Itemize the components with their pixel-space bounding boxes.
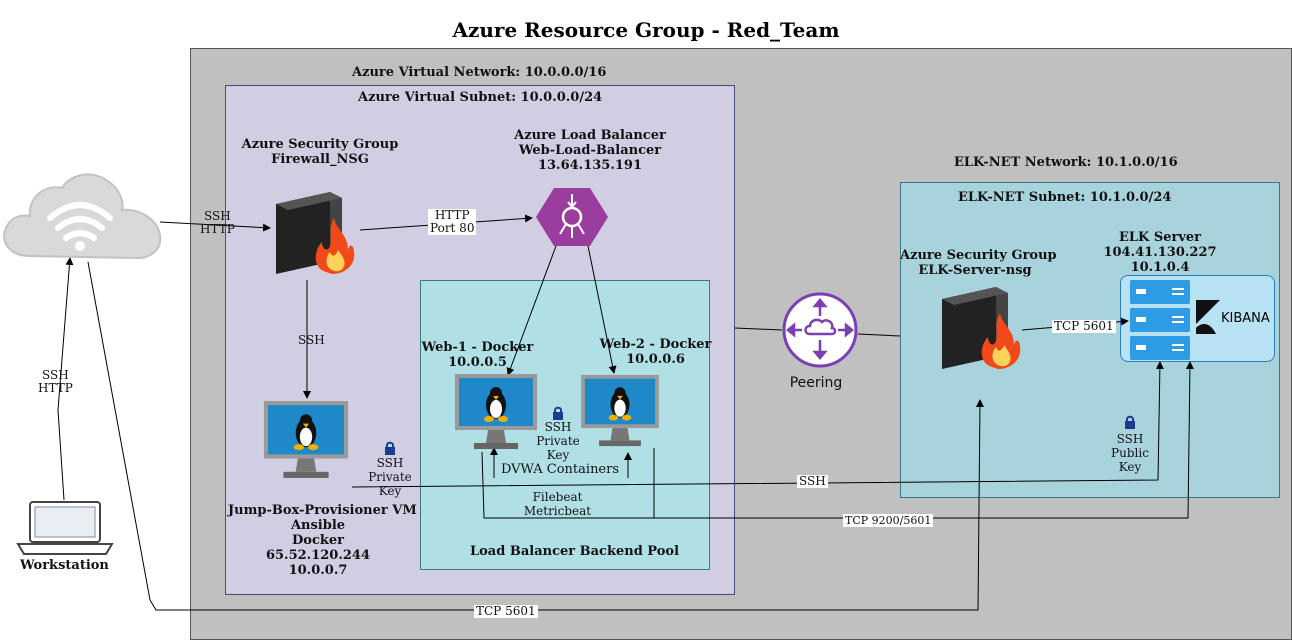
edge-label-workstation-elk: TCP 5601 xyxy=(474,604,538,618)
linux-penguin-icon xyxy=(608,387,632,421)
linux-penguin-icon xyxy=(293,414,319,451)
peering-label: Peering xyxy=(789,375,843,391)
edge-cloud-firewall xyxy=(159,221,271,232)
workstation-label: Workstation xyxy=(20,558,109,573)
elk-firewall-icon[interactable] xyxy=(938,282,1024,380)
edge-peering-elk xyxy=(857,333,901,337)
lock-icon xyxy=(385,441,395,455)
web1-vm-icon[interactable] xyxy=(454,373,538,451)
edge-jumpbox-elk xyxy=(351,361,1164,488)
edge-workstation-cloud xyxy=(57,257,74,501)
backend-pool-label: Load Balancer Backend Pool xyxy=(470,544,680,559)
edge-label-jumpbox-elk: SSH xyxy=(797,474,828,488)
edge-label-nsg-elk: TCP 5601 xyxy=(1052,319,1116,333)
elk-subnet-label: ELK-NET Subnet: 10.1.0.0/24 xyxy=(958,190,1172,205)
edge-label-firewall-jumpbox: SSH xyxy=(298,333,325,347)
vnet-subnet-label: Azure Virtual Subnet: 10.0.0.0/24 xyxy=(358,90,603,105)
page-title: Azure Resource Group - Red_Team xyxy=(452,18,840,42)
peering-router-icon[interactable] xyxy=(780,290,860,370)
lock-icon xyxy=(553,406,563,420)
vnet-network-label: Azure Virtual Network: 10.0.0.0/16 xyxy=(352,65,607,80)
elk-network-label: ELK-NET Network: 10.1.0.0/16 xyxy=(954,155,1178,170)
linux-penguin-icon xyxy=(484,387,508,422)
edge-workstation-elk-nsg xyxy=(87,261,984,611)
lock-icon xyxy=(1125,415,1135,429)
kibana-logo-icon xyxy=(1196,300,1220,334)
edge-label-beats-elk: TCP 9200/5601 xyxy=(843,514,934,527)
edge-lb-web2 xyxy=(587,245,617,374)
internet-cloud-icon xyxy=(3,173,162,260)
web2-vm-icon[interactable] xyxy=(580,374,660,448)
kibana-label: KIBANA xyxy=(1221,311,1270,326)
dvwa-containers-label: DVWA Containers xyxy=(500,462,620,477)
edge-beats-elk xyxy=(481,361,1194,519)
jumpbox-vm-icon[interactable] xyxy=(262,400,350,480)
workstation-laptop-icon xyxy=(16,501,114,555)
load-balancer-icon[interactable] xyxy=(536,186,608,248)
server-stack-icon xyxy=(1130,280,1190,360)
firewall-icon[interactable] xyxy=(272,190,358,282)
edge-vnet-peering xyxy=(734,327,783,331)
edge-lb-web1 xyxy=(506,245,557,376)
